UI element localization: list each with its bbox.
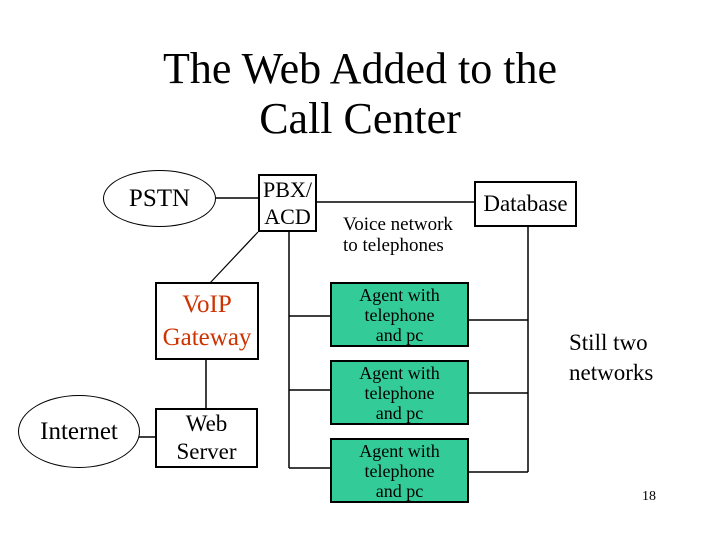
- voice-network-note: Voice network to telephones: [343, 214, 453, 256]
- voice-network-note-line1: Voice network: [343, 214, 453, 235]
- agent-box-3-line3: and pc: [375, 480, 424, 501]
- web-server-box: Web Server: [155, 408, 258, 468]
- slide-title-line1: The Web Added to the: [162, 44, 557, 93]
- slide-title: The Web Added to the Call Center: [0, 44, 720, 144]
- voip-gateway-box: VoIP Gateway: [155, 282, 259, 360]
- web-server-label-line2: Server: [176, 439, 237, 464]
- still-two-networks-line2: networks: [569, 360, 654, 385]
- pstn-label: PSTN: [128, 184, 191, 212]
- pstn-ellipse: PSTN: [103, 170, 216, 227]
- slide-title-line2: Call Center: [259, 94, 461, 143]
- agent-box-2-line2: telephone: [364, 382, 435, 403]
- agent-box-1: Agent with telephone and pc: [330, 282, 469, 347]
- pbx-acd-box: PBX/ ACD: [258, 174, 317, 232]
- page-number: 18: [642, 489, 656, 504]
- agent-box-3-line2: telephone: [364, 460, 435, 481]
- still-two-networks-note: Still two networks: [569, 328, 653, 388]
- pbx-acd-label-line1: PBX/: [263, 177, 312, 202]
- database-label: Database: [483, 191, 568, 216]
- agent-box-2: Agent with telephone and pc: [330, 360, 469, 425]
- database-box: Database: [474, 181, 577, 227]
- agent-box-1-line3: and pc: [375, 324, 424, 345]
- agent-box-1-line1: Agent with: [359, 284, 440, 305]
- voip-gateway-label-line2: Gateway: [162, 324, 252, 351]
- agent-box-3-line1: Agent with: [359, 440, 440, 461]
- pbx-acd-label-line2: ACD: [264, 204, 311, 229]
- web-server-label-line1: Web: [185, 411, 228, 436]
- voip-gateway-label-line1: VoIP: [182, 291, 232, 318]
- agent-box-2-line3: and pc: [375, 402, 424, 423]
- still-two-networks-line1: Still two: [569, 330, 648, 355]
- agent-box-2-line1: Agent with: [359, 362, 440, 383]
- voice-network-note-line2: to telephones: [343, 235, 444, 256]
- agent-box-3: Agent with telephone and pc: [330, 438, 469, 503]
- line-pbx-voip-diagonal: [209, 231, 259, 284]
- internet-label: Internet: [40, 417, 118, 445]
- internet-ellipse: Internet: [18, 395, 140, 468]
- agent-box-1-line2: telephone: [364, 304, 435, 325]
